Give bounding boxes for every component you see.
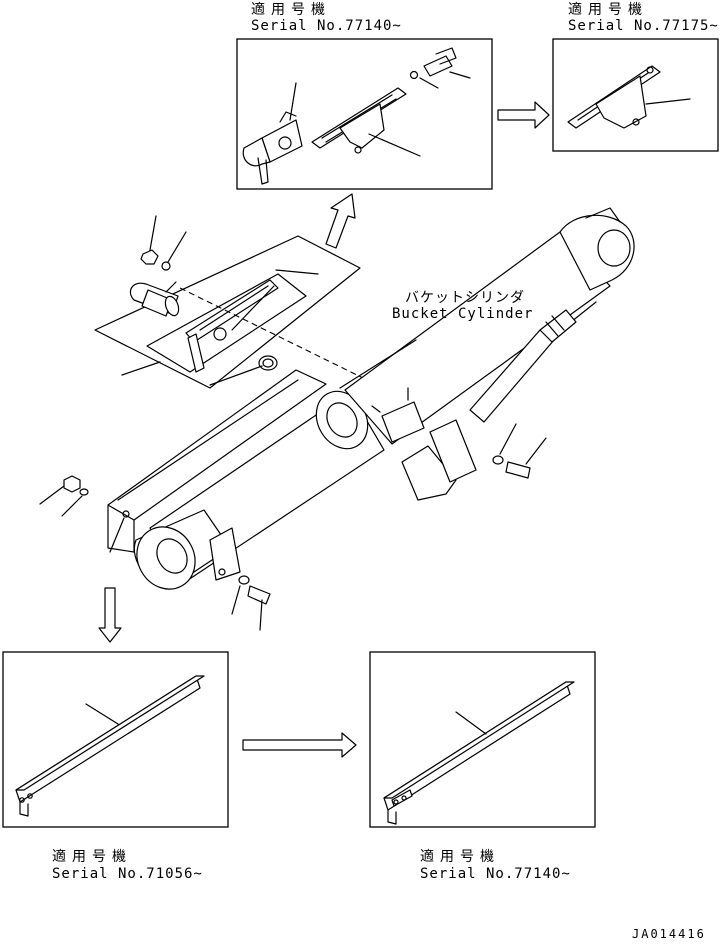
top-middle-serial-label: Serial No.77140~	[251, 18, 402, 34]
top-middle-applicable-label: 適用号機	[251, 2, 331, 18]
main-assembly	[39, 207, 635, 631]
arrow-down	[98, 587, 122, 643]
arrow-right-top	[497, 101, 550, 129]
bucket-cylinder-jp-label: バケットシリンダ	[405, 290, 525, 306]
inset-bottom-right	[369, 651, 596, 828]
top-right-serial-label: Serial No.77175~	[568, 18, 719, 34]
bucket-cylinder-en-label: Bucket Cylinder	[392, 306, 534, 322]
inset-top-right	[552, 38, 719, 152]
bottom-left-serial-label: Serial No.71056~	[52, 866, 203, 882]
bottom-right-serial-label: Serial No.77140~	[420, 866, 571, 882]
arrow-up	[325, 193, 356, 249]
bottom-left-applicable-label: 適用号機	[52, 849, 132, 865]
inset-bottom-left	[2, 651, 229, 828]
arrow-right-bottom	[242, 732, 357, 758]
bottom-right-applicable-label: 適用号機	[420, 849, 500, 865]
top-right-applicable-label: 適用号機	[568, 2, 648, 18]
drawing-id: JA014416	[632, 927, 706, 941]
inset-top-middle	[236, 38, 493, 190]
